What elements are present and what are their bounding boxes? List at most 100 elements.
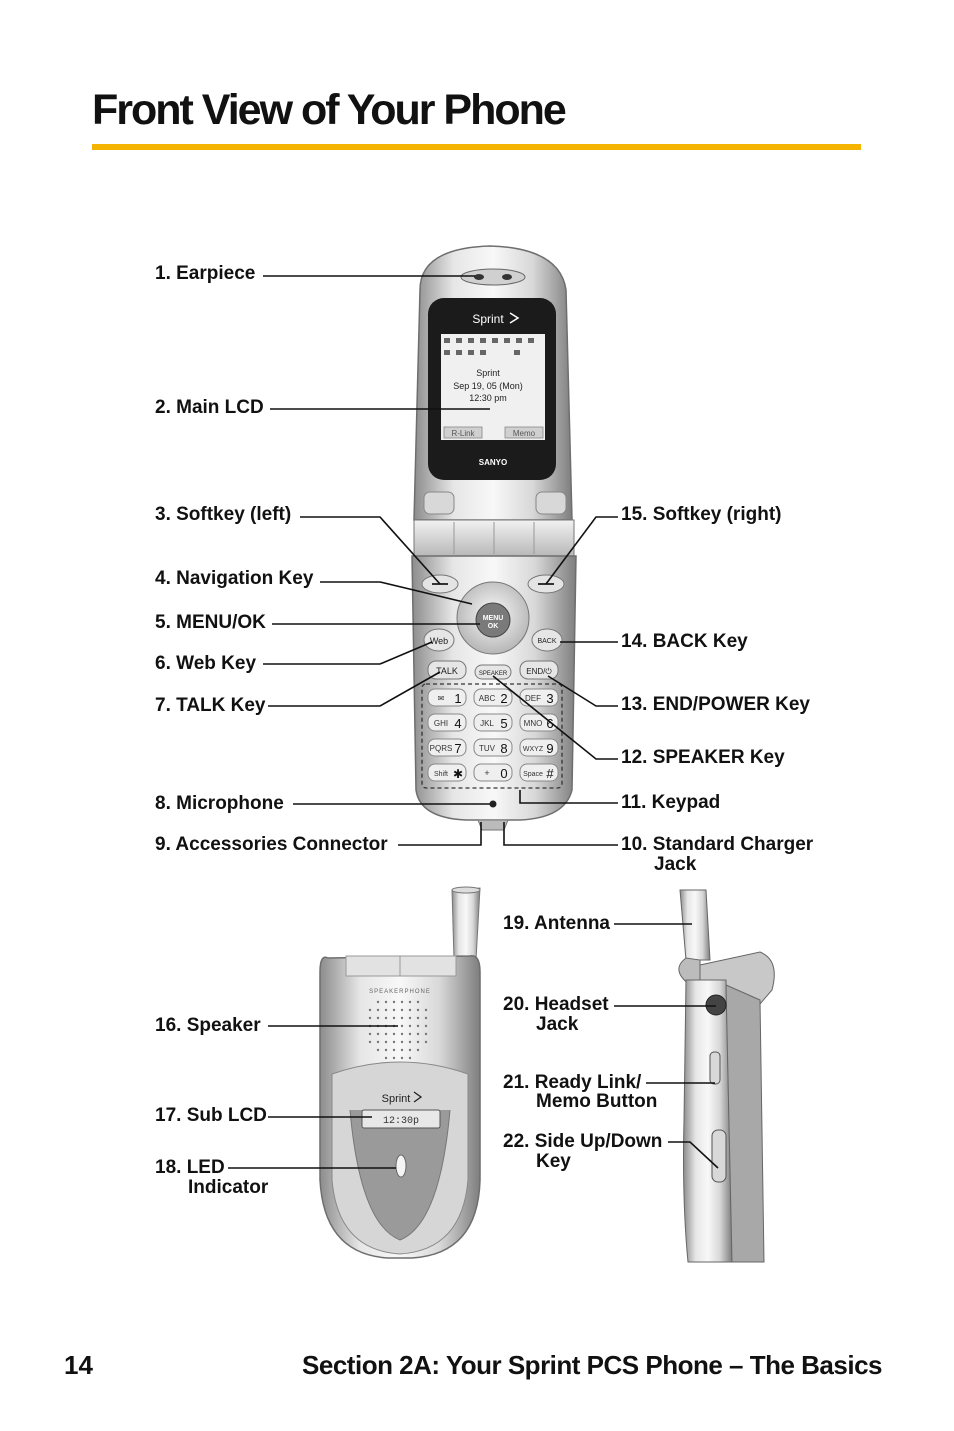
label-ready-link: 21. Ready Link/ (503, 1072, 642, 1093)
label-web-key: 6. Web Key (155, 653, 257, 674)
key-2[interactable] (473, 688, 513, 707)
label-antenna: 19. Antenna (503, 913, 610, 934)
key-3-num: 3 (546, 691, 553, 706)
label-back-key: 14. BACK Key (621, 631, 748, 652)
sub-lcd (361, 1109, 441, 1129)
key-8[interactable] (473, 738, 513, 757)
key-9-num: 9 (546, 741, 553, 756)
label-sub-lcd: 17. Sub LCD (155, 1105, 267, 1126)
label-microphone: 8. Microphone (155, 793, 284, 814)
label-ready-link-2: Memo Button (536, 1091, 658, 1112)
key-4-num: 4 (454, 716, 461, 731)
keypad (421, 683, 563, 789)
back-antenna (451, 887, 481, 961)
label-side-up-down-2: Key (536, 1151, 571, 1172)
key-5-num: 5 (500, 716, 507, 731)
label-talk-key: 7. TALK Key (155, 695, 266, 716)
key-0-sub: + (484, 768, 489, 778)
label-led-2: Indicator (188, 1177, 269, 1198)
key-6-num: 6 (546, 716, 553, 731)
key-5[interactable] (473, 713, 513, 732)
menu-key-label: MENU (483, 615, 504, 622)
microphone (489, 800, 497, 808)
screen-line-2: Sep 19, 05 (Mon) (453, 381, 523, 391)
key-8-sub: TUV (479, 744, 496, 753)
key-7-num: 7 (454, 741, 461, 756)
key-2-num: 2 (500, 691, 507, 706)
key-4[interactable] (427, 713, 467, 732)
key-star-num: ✱ (453, 767, 463, 781)
maker-logo: SANYO (479, 458, 507, 467)
page-title: Front View of Your Phone (92, 86, 567, 134)
label-end-power-key: 13. END/POWER Key (621, 694, 810, 715)
label-headset-jack: 20. Headset (503, 994, 609, 1015)
key-star[interactable] (427, 763, 467, 782)
web-key[interactable] (423, 628, 455, 652)
side-body (683, 979, 733, 1263)
label-menu-ok: 5. MENU/OK (155, 612, 266, 633)
key-4-sub: GHI (434, 719, 448, 728)
side-antenna (679, 889, 711, 961)
talk-key[interactable] (427, 660, 467, 680)
keypad-keys: ✉ 1 ABC 2 DEF 3 GHI 4 JKL 5 MNO 6 PQRS 7… (427, 688, 559, 782)
speaker-key-label: SPEAKER (479, 671, 508, 677)
key-2-sub: ABC (479, 694, 496, 703)
back-phone: SPEAKERPHONE Sprint 12:30p (319, 886, 481, 1259)
ok-key-label: OK (488, 623, 499, 630)
key-3-sub: DEF (525, 694, 541, 703)
back-key-label: BACK (537, 638, 556, 645)
sub-lcd-text: 12:30p (383, 1116, 419, 1127)
ready-link-memo-button[interactable] (709, 1051, 721, 1085)
key-1[interactable] (427, 688, 467, 707)
label-speaker: 16. Speaker (155, 1015, 261, 1036)
key-7-sub: PQRS (430, 744, 453, 753)
title-underline (92, 144, 861, 150)
menu-ok-key[interactable] (475, 602, 511, 638)
side-phone (678, 889, 775, 1263)
label-main-lcd: 2. Main LCD (155, 397, 264, 418)
key-1-sub: ✉ (438, 694, 445, 703)
key-9-sub: WXYZ (523, 746, 544, 753)
key-star-sub: Shift (434, 771, 448, 778)
headset-jack (705, 994, 727, 1016)
key-pound[interactable] (519, 763, 559, 782)
talk-key-label: TALK (436, 666, 458, 676)
key-0-num: 0 (500, 766, 507, 781)
key-pound-sub: Space (523, 771, 543, 778)
end-power-key[interactable] (519, 660, 559, 680)
label-side-up-down: 22. Side Up/Down (503, 1131, 663, 1152)
screen-softkey-left: R-Link (451, 429, 475, 438)
label-charger-jack: 10. Standard Charger (621, 834, 814, 855)
label-keypad: 11. Keypad (621, 792, 721, 813)
key-1-num: 1 (454, 691, 461, 706)
key-5-sub: JKL (480, 719, 494, 728)
label-softkey-left: 3. Softkey (left) (155, 504, 292, 525)
end-key-label: END/⏻ (526, 667, 552, 676)
front-phone: Sprint Sprint Sep 19, 05 (Mon) 12:30 pm … (411, 245, 577, 831)
led-indicator (395, 1154, 407, 1178)
front-brand: Sprint (472, 312, 504, 326)
key-9[interactable] (519, 738, 559, 757)
section-title: Section 2A: Your Sprint PCS Phone – The … (302, 1350, 882, 1380)
page-number: 14 (64, 1350, 93, 1380)
key-6-sub: MNO (524, 719, 543, 728)
speakerphone-text: SPEAKERPHONE (369, 989, 431, 995)
earpiece (460, 268, 526, 286)
side-up-down-key[interactable] (711, 1129, 727, 1183)
key-0[interactable] (473, 763, 513, 782)
label-charger-jack-2: Jack (654, 854, 697, 875)
screen-line-3: 12:30 pm (469, 393, 507, 403)
label-softkey-right: 15. Softkey (right) (621, 504, 782, 525)
back-key[interactable] (531, 628, 563, 652)
screen-line-1: Sprint (476, 368, 500, 378)
label-earpiece: 1. Earpiece (155, 263, 256, 284)
key-pound-num: # (546, 766, 554, 781)
web-key-label: Web (430, 636, 448, 646)
speaker-key[interactable] (474, 664, 512, 680)
screen-softkey-right: Memo (513, 429, 536, 438)
key-8-num: 8 (500, 741, 507, 756)
back-brand: Sprint (382, 1093, 411, 1105)
leader-lines (228, 275, 719, 1169)
key-7[interactable] (427, 738, 467, 757)
